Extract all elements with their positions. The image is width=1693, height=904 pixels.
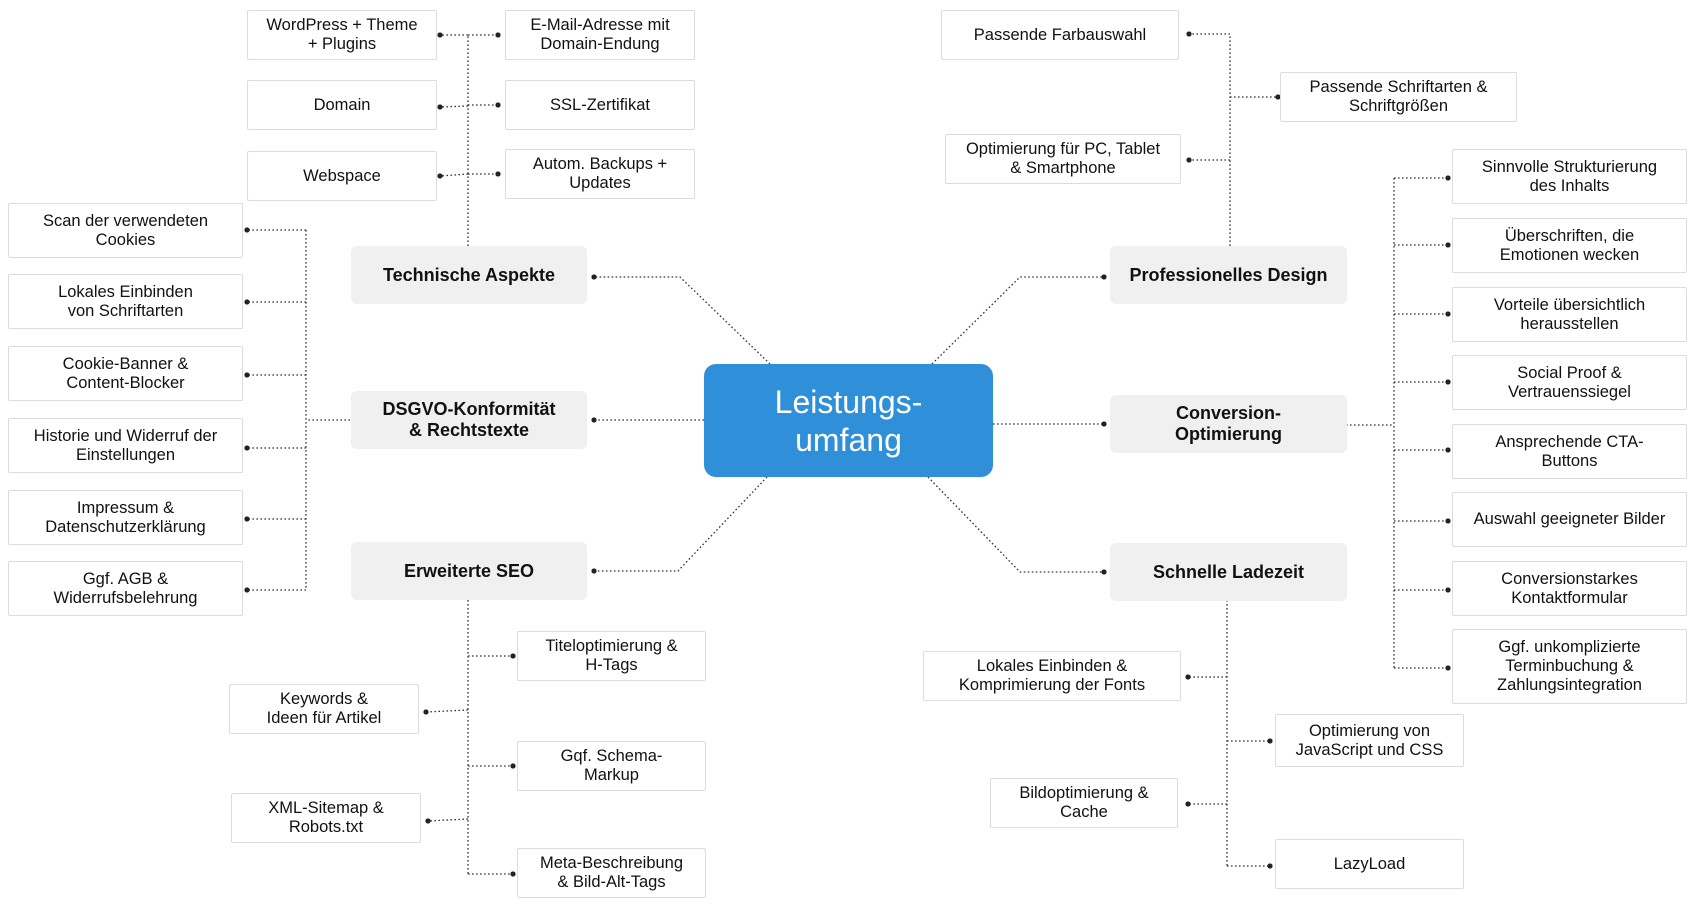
leaf-backups: Autom. Backups + Updates <box>505 149 695 199</box>
category-dsgvo[interactable]: DSGVO-Konformität & Rechtstexte <box>351 391 587 449</box>
leaf-kontaktformular: Conversionstarkes Kontaktformular <box>1452 561 1687 616</box>
leaf-cookie-scan: Scan der verwendeten Cookies <box>8 203 243 258</box>
leaf-vorteile: Vorteile übersichtlich herausstellen <box>1452 287 1687 342</box>
leaf-ssl: SSL-Zertifikat <box>505 80 695 130</box>
leaf-lokale-schriftarten: Lokales Einbinden von Schriftarten <box>8 274 243 329</box>
category-erweiterte-seo[interactable]: Erweiterte SEO <box>351 542 587 600</box>
leaf-schema-markup: Gqf. Schema- Markup <box>517 741 706 791</box>
leaf-cookie-banner: Cookie-Banner & Content-Blocker <box>8 346 243 401</box>
leaf-agb: Ggf. AGB & Widerrufsbelehrung <box>8 561 243 616</box>
category-schnelle-ladezeit[interactable]: Schnelle Ladezeit <box>1110 543 1347 601</box>
leaf-email-domain: E-Mail-Adresse mit Domain-Endung <box>505 10 695 60</box>
leaf-optimierung-geraete: Optimierung für PC, Tablet & Smartphone <box>945 134 1181 184</box>
leaf-social-proof: Social Proof & Vertrauenssiegel <box>1452 355 1687 410</box>
leaf-lazyload: LazyLoad <box>1275 839 1464 889</box>
leaf-wordpress: WordPress + Theme + Plugins <box>247 10 437 60</box>
leaf-meta-beschreibung: Meta-Beschreibung & Bild-Alt-Tags <box>517 848 706 898</box>
leaf-ueberschriften: Überschriften, die Emotionen wecken <box>1452 218 1687 273</box>
leaf-terminbuchung: Ggf. unkomplizierte Terminbuchung & Zahl… <box>1452 629 1687 704</box>
category-technische-aspekte[interactable]: Technische Aspekte <box>351 246 587 304</box>
link-technik-webspace <box>437 173 469 179</box>
leaf-cta-buttons: Ansprechende CTA- Buttons <box>1452 424 1687 479</box>
category-conversion-optimierung[interactable]: Conversion- Optimierung <box>1110 395 1347 453</box>
leaf-domain: Domain <box>247 80 437 130</box>
link-center-technik <box>591 274 771 365</box>
leaf-strukturierung: Sinnvolle Strukturierung des Inhalts <box>1452 149 1687 204</box>
leaf-bildoptimierung: Bildoptimierung & Cache <box>990 778 1178 828</box>
leaf-titeloptimierung: Titeloptimierung & H-Tags <box>517 631 706 681</box>
link-center-seo <box>591 476 768 574</box>
link-center-ladezeit <box>927 476 1107 575</box>
leaf-keywords: Keywords & Ideen für Artikel <box>229 684 419 734</box>
link-conversion-trunk <box>1346 178 1395 668</box>
leaf-webspace: Webspace <box>247 151 437 201</box>
leaf-xml-sitemap: XML-Sitemap & Robots.txt <box>231 793 421 843</box>
leaf-farbauswahl: Passende Farbauswahl <box>941 10 1179 60</box>
link-seo-kw <box>423 709 469 715</box>
center-node[interactable]: Leistungs- umfang <box>704 364 993 477</box>
link-dsgvo-trunk <box>305 230 350 590</box>
leaf-javascript-css: Optimierung von JavaScript und CSS <box>1275 714 1464 767</box>
category-professionelles-design[interactable]: Professionelles Design <box>1110 246 1347 304</box>
leaf-impressum: Impressum & Datenschutzerklärung <box>8 490 243 545</box>
leaf-fonts-komprimierung: Lokales Einbinden & Komprimierung der Fo… <box>923 651 1181 701</box>
leaf-bilder: Auswahl geeigneter Bilder <box>1452 492 1687 547</box>
leaf-historie-widerruf: Historie und Widerruf der Einstellungen <box>8 418 243 473</box>
link-center-design <box>931 274 1107 365</box>
leaf-schriftarten: Passende Schriftarten & Schriftgrößen <box>1280 72 1517 122</box>
link-seo-xml <box>425 818 469 824</box>
link-technik-domain <box>437 104 469 110</box>
